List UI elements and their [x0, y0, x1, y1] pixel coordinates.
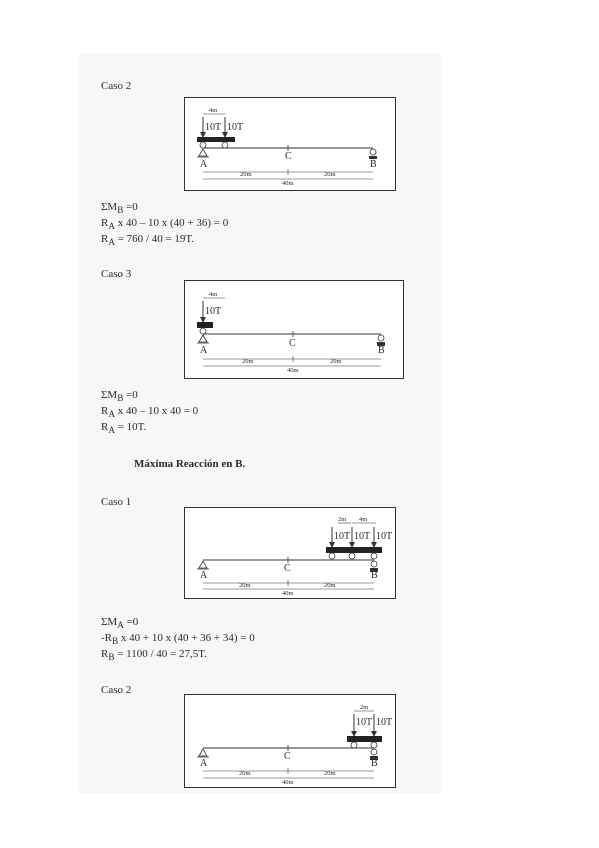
- case-b-half-span-1: 20m: [242, 358, 254, 365]
- case-c-support-a: [198, 560, 208, 569]
- case-d-load-label-1: 10T: [356, 717, 372, 728]
- case-c-label: Caso 1: [101, 496, 132, 508]
- case-d-truck-bar: [347, 736, 382, 742]
- case-c-total-span: 40m: [282, 590, 294, 597]
- case-c-wheel-3: [370, 552, 378, 560]
- case-a-eq-2: RA x 40 – 10 x (40 + 36) = 0: [101, 217, 229, 232]
- case-a-point-a: A: [200, 159, 208, 170]
- case-b-point-c: C: [289, 338, 296, 349]
- case-a-support-a: [198, 148, 208, 157]
- case-b-frame: [184, 280, 404, 379]
- case-c-diagram: 2m 4m 10T 10T 10T A C B 20m 20m 40m: [184, 507, 396, 599]
- case-b-eq-1: ΣMB =0: [101, 389, 138, 404]
- case-d-half-span-1: 20m: [239, 770, 251, 777]
- case-b-eq-3: RA = 10T.: [101, 421, 147, 436]
- case-a-spacing: 4m: [209, 107, 217, 114]
- case-d-point-b: B: [371, 758, 378, 769]
- case-d-total-span: 40m: [282, 779, 294, 786]
- case-b-label: Caso 3: [101, 268, 132, 280]
- case-a-truck-bar: [197, 137, 235, 142]
- case-a-equations: ΣMB =0 RA x 40 – 10 x (40 + 36) = 0 RA =…: [101, 201, 228, 250]
- case-b-load-label-1: 10T: [205, 306, 221, 317]
- case-d-point-a: A: [200, 758, 208, 769]
- case-a-half-span-2: 20m: [324, 171, 336, 178]
- case-c-spacing-1: 2m: [338, 516, 346, 523]
- case-b-eq-2: RA x 40 – 10 x 40 = 0: [101, 405, 199, 420]
- case-c-support-b: [370, 560, 378, 568]
- case-c-spacing-2: 4m: [359, 516, 367, 523]
- case-b-total-span: 40m: [287, 367, 299, 374]
- case-b-diagram: 4m 10T A C B 20m 20m 40m: [184, 280, 404, 379]
- case-d-support-a: [198, 748, 208, 757]
- case-a-point-c: C: [285, 151, 292, 162]
- case-b-truck-bar: [197, 322, 213, 328]
- case-d-half-span-2: 20m: [324, 770, 336, 777]
- case-d-diagram: 2m 10T 10T A C B 20m 20m 40m: [184, 694, 396, 788]
- case-c-load-label-1: 10T: [334, 531, 350, 542]
- case-d-spacing: 2m: [360, 704, 368, 711]
- case-a-eq-3: RA = 760 / 40 = 19T.: [101, 233, 195, 248]
- case-d-point-c: C: [284, 751, 291, 762]
- case-a-frame: [184, 97, 396, 191]
- case-c-truck-bar: [326, 547, 382, 553]
- case-b-half-span-2: 20m: [330, 358, 342, 365]
- case-b-support-a: [198, 334, 208, 343]
- case-c-eq-3: RB = 1100 / 40 = 27,5T.: [101, 648, 207, 663]
- case-c-load-label-3: 10T: [376, 531, 392, 542]
- case-a-diagram: 4m 10T 10T A C B 20m 20m 40m: [184, 97, 396, 191]
- case-c-wheel-2: [348, 552, 356, 560]
- case-c-half-span-1: 20m: [239, 582, 251, 589]
- case-c-point-c: C: [284, 563, 291, 574]
- case-d-load-label-2: 10T: [376, 717, 392, 728]
- case-c-half-span-2: 20m: [324, 582, 336, 589]
- case-c-equations: ΣMA =0 -RB x 40 + 10 x (40 + 36 + 34) = …: [101, 616, 255, 665]
- case-b-point-a: A: [200, 345, 208, 356]
- case-c-eq-2: -RB x 40 + 10 x (40 + 36 + 34) = 0: [101, 632, 255, 647]
- section-title: Máxima Reacción en B.: [134, 458, 246, 470]
- case-a-support-b: [369, 148, 377, 156]
- case-a-load-label-2: 10T: [227, 122, 243, 133]
- case-c-wheel-1: [328, 552, 336, 560]
- case-c-point-b: B: [371, 570, 378, 581]
- case-a-total-span: 40m: [282, 180, 294, 187]
- case-c-load-label-2: 10T: [354, 531, 370, 542]
- case-a-half-span-1: 20m: [240, 171, 252, 178]
- case-b-spacing: 4m: [209, 291, 217, 298]
- case-d-support-b: [370, 748, 378, 756]
- case-a-eq-1: ΣMB =0: [101, 201, 138, 216]
- case-c-eq-1: ΣMA =0: [101, 616, 139, 631]
- case-b-equations: ΣMB =0 RA x 40 – 10 x 40 = 0 RA = 10T.: [101, 389, 198, 438]
- case-a-label: Caso 2: [101, 80, 132, 92]
- case-a-load-label-1: 10T: [205, 122, 221, 133]
- case-b-support-b: [377, 334, 385, 342]
- case-a-point-b: B: [370, 159, 377, 170]
- case-c-point-a: A: [200, 570, 208, 581]
- case-d-label: Caso 2: [101, 684, 132, 696]
- case-b-point-b: B: [378, 345, 385, 356]
